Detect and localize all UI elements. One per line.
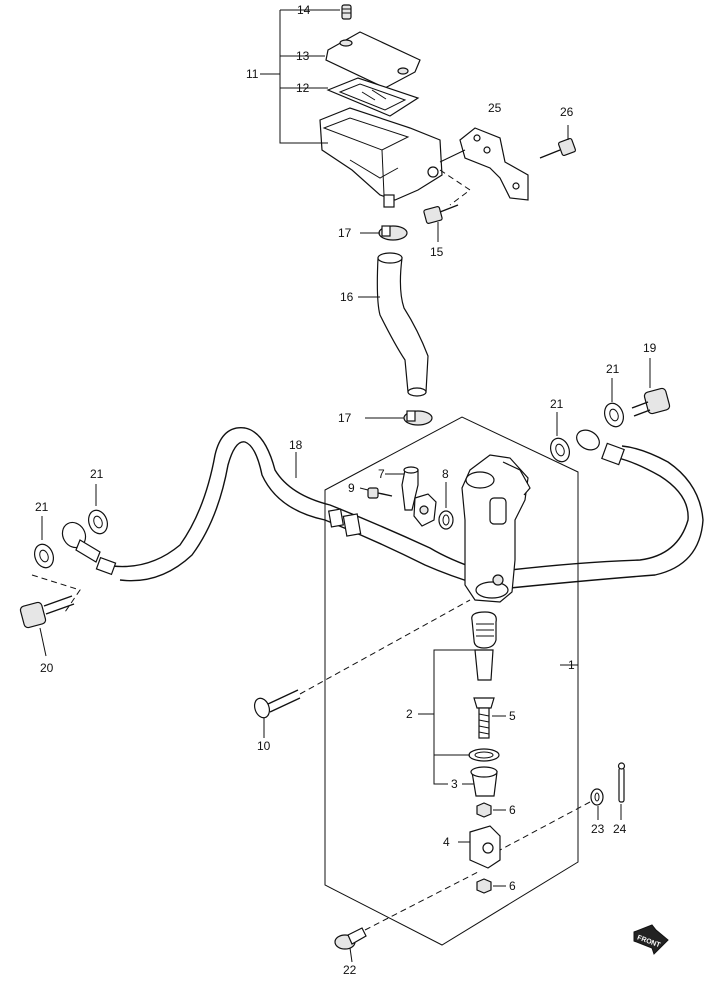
- callout-13: 13: [296, 49, 310, 63]
- part-2-circlip: [468, 748, 500, 762]
- callout-14: 14: [297, 3, 311, 17]
- part-13-reservoir-cap: [325, 31, 421, 89]
- callout-11-bracket: [260, 9, 340, 144]
- part-11-reservoir-body: [319, 107, 443, 208]
- part-7-inlet-fitting: [385, 466, 419, 511]
- callout-11: 11: [246, 67, 259, 81]
- callout-21-right-outer: 21: [606, 362, 620, 376]
- callout-2: 2: [406, 707, 413, 721]
- part-8-o-ring: [438, 482, 454, 530]
- callout-19: 19: [643, 341, 657, 355]
- callout-21-right-inner: 21: [550, 397, 564, 411]
- part-23-washer: [499, 788, 604, 851]
- part-2-piston-assembly: [471, 611, 497, 681]
- part-10-mounting-bolt: [253, 599, 471, 738]
- front-direction-arrow: FRONT: [633, 924, 669, 955]
- part-19-union-bolt: [631, 358, 671, 417]
- part-21-washer-left-inner: [87, 484, 109, 535]
- callout-16: 16: [340, 290, 354, 304]
- callout-5: 5: [509, 709, 516, 723]
- callout-4: 4: [443, 835, 450, 849]
- part-22-clevis-pin: [334, 871, 479, 963]
- part-25-bracket: [439, 127, 529, 201]
- banjo-fitting-left: [61, 521, 101, 563]
- callout-9: 9: [348, 481, 355, 495]
- part-24-cotter-pin: [617, 762, 626, 820]
- part-21-washer-left-outer: [33, 516, 55, 569]
- callout-17-lower: 17: [338, 411, 352, 425]
- part-12-diaphragm-plate: [326, 77, 420, 117]
- callout-15: 15: [430, 245, 444, 259]
- callout-24: 24: [613, 822, 627, 836]
- left-dashed-line: [31, 574, 81, 613]
- part-4-clevis: [458, 825, 501, 869]
- part-17-hose-clamp-lower: [365, 410, 433, 426]
- callout-6-upper: 6: [509, 803, 516, 817]
- brake-hose-right: [509, 429, 704, 589]
- part-14-cap-screw: [341, 4, 352, 20]
- callout-6-lower: 6: [509, 879, 516, 893]
- part-17-hose-clamp-upper: [360, 225, 408, 241]
- callout-8: 8: [442, 467, 449, 481]
- part-15-bolt: [423, 204, 459, 242]
- callout-22: 22: [343, 963, 357, 977]
- assembly-1-outline: [324, 416, 579, 946]
- callout-3: 3: [451, 777, 458, 791]
- callout-23: 23: [591, 822, 605, 836]
- callout-18: 18: [289, 438, 303, 452]
- callout-21-left-outer: 21: [35, 500, 49, 514]
- part-6-nut-lower: [476, 878, 506, 894]
- part-3-boot: [462, 766, 498, 797]
- callout-26: 26: [560, 105, 574, 119]
- part-20-union-bolt: [19, 595, 75, 657]
- part-21-washer-right-outer: [603, 378, 625, 428]
- reservoir-assembly: [260, 4, 471, 208]
- callout-25: 25: [488, 101, 502, 115]
- part-26-bolt: [539, 125, 577, 159]
- callout-1: 1: [568, 658, 575, 672]
- part-6-nut-upper: [476, 802, 506, 818]
- part-2-bracket: [418, 649, 478, 785]
- callout-12: 12: [296, 81, 310, 95]
- part-21-washer-right-inner: [549, 412, 571, 463]
- part-9-screw: [359, 487, 393, 499]
- callout-17-upper: 17: [338, 226, 352, 240]
- callout-21-left-inner: 21: [90, 467, 104, 481]
- part-16-reservoir-hose: [358, 252, 429, 397]
- callout-7: 7: [378, 467, 385, 481]
- callout-20: 20: [40, 661, 54, 675]
- callout-10: 10: [257, 739, 271, 753]
- part-18-brake-hose: [95, 427, 481, 586]
- master-cylinder-body: [461, 454, 531, 603]
- part-5-push-rod: [473, 697, 506, 739]
- inlet-union: [413, 493, 437, 527]
- callout-labels: 14 13 11 12 25 26 17 15 16 19 21 21 17 1…: [35, 3, 657, 977]
